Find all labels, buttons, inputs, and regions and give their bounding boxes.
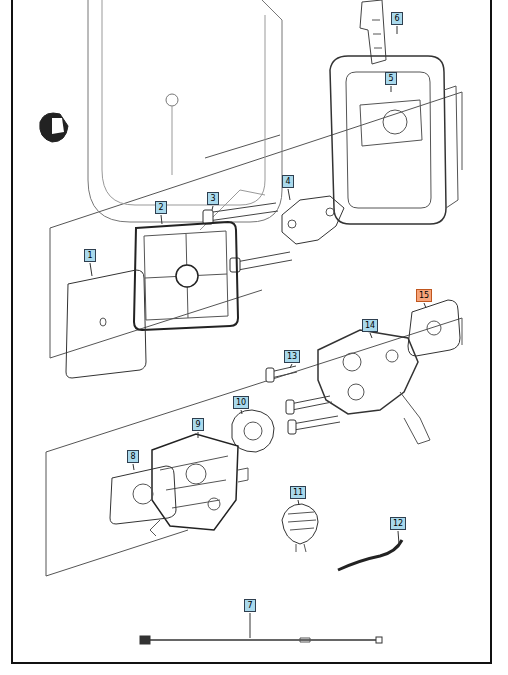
primer-bulb bbox=[282, 504, 318, 544]
carb-spacer bbox=[318, 330, 418, 414]
group-plane bbox=[46, 318, 462, 576]
callout-number: 6 bbox=[391, 12, 402, 25]
gasket bbox=[110, 466, 176, 524]
callout-number: 7 bbox=[244, 599, 255, 612]
gasket bbox=[408, 300, 460, 356]
callout-number: 3 bbox=[207, 192, 218, 205]
group-plane bbox=[50, 92, 462, 358]
callout-number: 5 bbox=[385, 72, 396, 85]
frame bbox=[12, 0, 491, 663]
leader-line bbox=[90, 26, 426, 638]
gasket bbox=[134, 222, 238, 330]
cover bbox=[102, 0, 265, 205]
screw bbox=[270, 366, 340, 430]
cable bbox=[150, 639, 376, 641]
callout-number: 10 bbox=[233, 396, 249, 409]
callout-number: 8 bbox=[127, 450, 138, 463]
bracket bbox=[282, 196, 344, 244]
callout-number: 1 bbox=[84, 249, 95, 262]
fuel-line bbox=[338, 540, 402, 570]
callout-number: 15 bbox=[416, 289, 432, 302]
group-plane bbox=[205, 135, 280, 158]
line-art bbox=[12, 0, 491, 663]
callout-number: 9 bbox=[192, 418, 203, 431]
callout-number: 11 bbox=[290, 486, 306, 499]
carburettor bbox=[152, 434, 238, 530]
callout-number: 4 bbox=[282, 175, 293, 188]
screw bbox=[206, 203, 292, 270]
bracket bbox=[360, 0, 386, 64]
filter-housing bbox=[330, 56, 446, 224]
callout-number: 12 bbox=[390, 517, 406, 530]
callout-number: 13 bbox=[284, 350, 300, 363]
knob bbox=[40, 113, 68, 142]
callout-number: 2 bbox=[155, 201, 166, 214]
filter bbox=[66, 270, 146, 378]
callout-number: 14 bbox=[362, 319, 378, 332]
cover bbox=[88, 0, 282, 222]
